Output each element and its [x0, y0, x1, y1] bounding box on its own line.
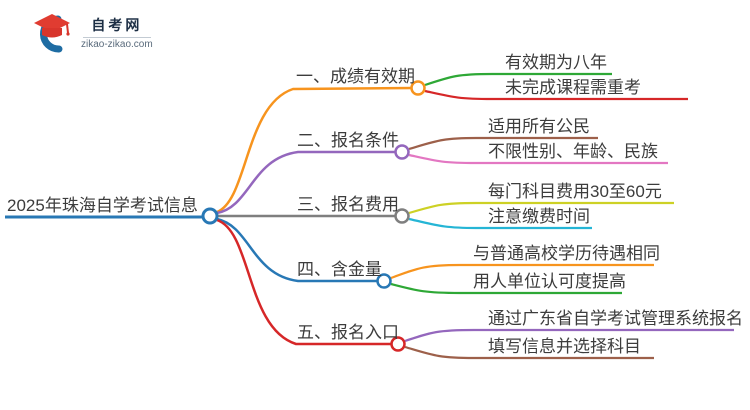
- branch-line-4: [216, 217, 378, 283]
- graduation-cap-icon: [34, 14, 70, 53]
- root-node-circle[interactable]: [201, 207, 219, 225]
- child-line-2-2: [408, 153, 668, 165]
- branch-line-5: [216, 218, 392, 346]
- child-line-3-2: [408, 217, 592, 230]
- child-line-3-1: [408, 201, 674, 215]
- branch-label-1[interactable]: 一、成绩有效期: [296, 67, 415, 86]
- child-label-2-1[interactable]: 适用所有公民: [488, 117, 590, 136]
- child-line-4-1: [390, 263, 654, 280]
- child-line-5-1: [404, 328, 734, 343]
- child-line-2-1: [408, 136, 598, 151]
- branch-label-3[interactable]: 三、报名费用: [297, 195, 399, 214]
- branch-line-1: [216, 86, 413, 214]
- root-node-label[interactable]: 2025年珠海自学考试信息: [7, 196, 198, 215]
- child-line-1-2: [424, 89, 688, 101]
- child-label-4-2[interactable]: 用人单位认可度提高: [473, 272, 626, 291]
- branch-node-circle-2[interactable]: [394, 144, 410, 160]
- child-label-1-1[interactable]: 有效期为八年: [505, 53, 607, 72]
- child-label-1-2[interactable]: 未完成课程需重考: [505, 78, 641, 97]
- child-line-5-2: [404, 345, 654, 360]
- child-label-3-2[interactable]: 注意缴费时间: [488, 207, 590, 226]
- child-label-2-2[interactable]: 不限性别、年龄、民族: [488, 142, 658, 161]
- child-label-4-1[interactable]: 与普通高校学历待遇相同: [473, 244, 660, 263]
- logo-title: 自考网: [91, 16, 143, 33]
- branch-label-5[interactable]: 五、报名入口: [297, 323, 399, 342]
- child-line-4-2: [390, 282, 622, 295]
- child-label-5-1[interactable]: 通过广东省自学考试管理系统报名: [488, 309, 743, 328]
- child-label-3-1[interactable]: 每门科目费用30至60元: [488, 182, 662, 201]
- logo-divider: [82, 36, 151, 38]
- child-label-5-2[interactable]: 填写信息并选择科目: [488, 337, 641, 356]
- branch-label-4[interactable]: 四、含金量: [297, 260, 382, 279]
- branch-node-circle-4[interactable]: [376, 273, 392, 289]
- branch-line-2: [216, 150, 396, 215]
- branch-label-2[interactable]: 二、报名条件: [297, 131, 399, 150]
- branch-node-circle-1[interactable]: [410, 80, 426, 96]
- site-logo[interactable]: 自考网 zikao-zikao.com: [28, 10, 153, 54]
- child-line-1-1: [424, 72, 612, 87]
- logo-domain: zikao-zikao.com: [81, 38, 153, 50]
- branch-node-circle-3[interactable]: [394, 208, 410, 224]
- branch-node-circle-5[interactable]: [390, 336, 406, 352]
